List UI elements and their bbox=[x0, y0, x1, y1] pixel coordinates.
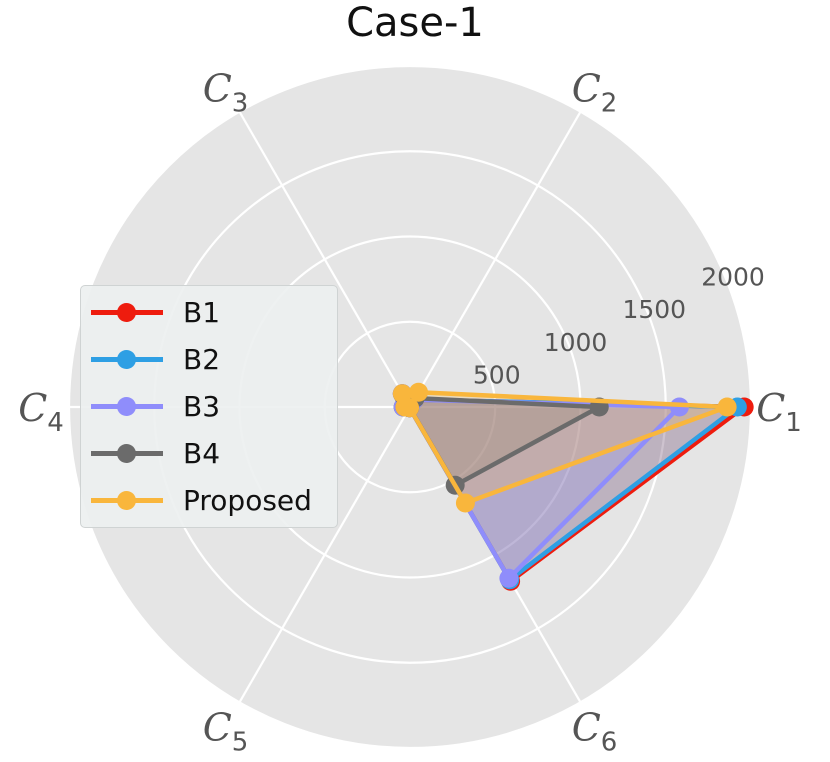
legend-item-3: B3 bbox=[91, 388, 220, 424]
legend-label: B1 bbox=[183, 295, 221, 329]
radial-tick-label: 1000 bbox=[544, 328, 608, 357]
axis-label-4: C4 bbox=[18, 386, 64, 438]
chart-title: Case-1 bbox=[346, 0, 484, 46]
series-layer bbox=[392, 382, 754, 591]
legend-item-1: B1 bbox=[91, 294, 220, 330]
series-fill-3 bbox=[402, 393, 680, 579]
legend-label: B4 bbox=[183, 436, 221, 470]
axis-label-2: C2 bbox=[572, 66, 618, 118]
legend-swatch bbox=[91, 435, 163, 471]
series-5-point-2 bbox=[409, 382, 429, 402]
series-5-point-5 bbox=[400, 398, 420, 418]
spoke-2 bbox=[409, 111, 582, 408]
radial-tick-label: 500 bbox=[473, 360, 521, 389]
series-5-point-6 bbox=[455, 493, 475, 513]
legend-swatch bbox=[91, 482, 163, 518]
axis-label-3: C3 bbox=[203, 66, 249, 118]
legend-label: B3 bbox=[183, 389, 221, 423]
series-fill-5 bbox=[402, 392, 728, 503]
legend-swatch bbox=[91, 294, 163, 330]
series-fill-2 bbox=[402, 393, 738, 580]
legend-label: Proposed bbox=[183, 483, 312, 517]
series-5-point-1 bbox=[717, 397, 737, 417]
legend-swatch bbox=[91, 388, 163, 424]
radial-tick-label: 1500 bbox=[622, 295, 686, 324]
series-3-point-6 bbox=[499, 568, 519, 588]
legend-item-2: B2 bbox=[91, 341, 220, 377]
legend-item-4: B4 bbox=[91, 435, 220, 471]
legend-swatch bbox=[91, 341, 163, 377]
spoke-5 bbox=[238, 406, 411, 703]
legend-item-5: Proposed bbox=[91, 482, 312, 518]
radial-tick-label: 2000 bbox=[701, 263, 765, 292]
legend-label: B2 bbox=[183, 342, 221, 376]
series-fill-1 bbox=[402, 393, 745, 582]
axis-label-5: C5 bbox=[203, 706, 249, 758]
spoke-3 bbox=[238, 111, 411, 408]
axis-label-1: C1 bbox=[756, 386, 802, 438]
series-fill-4 bbox=[403, 395, 600, 486]
axis-label-6: C6 bbox=[572, 706, 618, 758]
